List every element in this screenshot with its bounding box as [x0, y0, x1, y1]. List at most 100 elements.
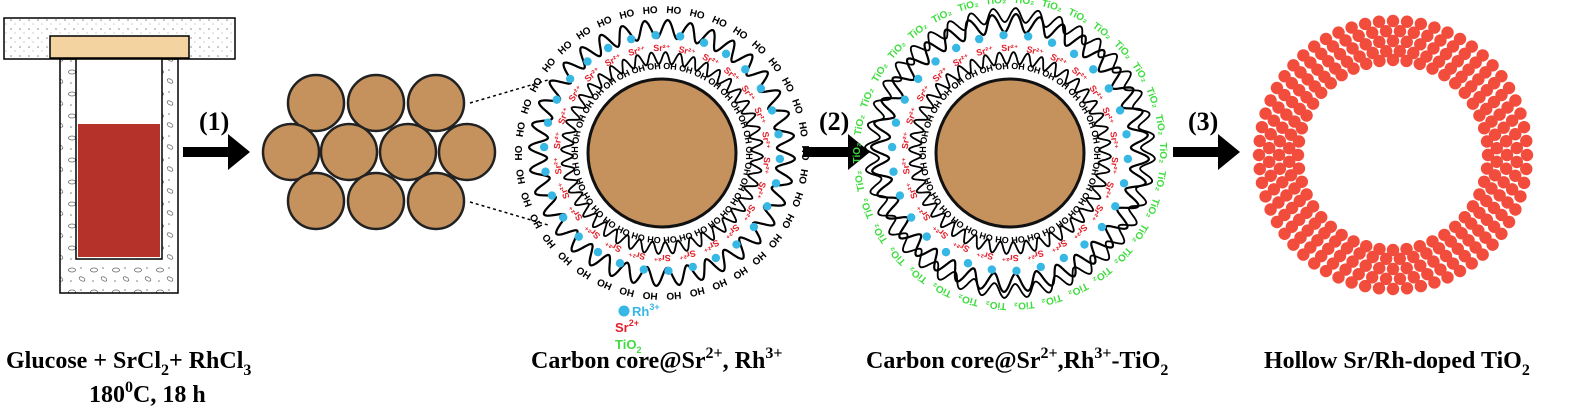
tio2-particle — [1276, 176, 1289, 189]
tio2-particle — [1345, 276, 1358, 289]
oh-label: OH — [630, 230, 646, 243]
ho-label: HO — [596, 14, 614, 30]
hollow-sr-rh-doped-tio2-sphere — [1252, 14, 1534, 296]
oh-label: OH — [678, 63, 694, 76]
tio2-particle — [1292, 135, 1306, 148]
sr-ion-label: Sr²⁺ — [1100, 180, 1116, 200]
tio2-particle — [1366, 26, 1379, 39]
rh-legend-label: Rh3+ — [632, 302, 660, 319]
tio2-particle — [1335, 68, 1348, 82]
tio2-particle — [1259, 107, 1272, 120]
tio2-particle — [1510, 141, 1524, 155]
oh-label: OH — [744, 146, 754, 160]
rh-ion-dot — [552, 95, 561, 104]
rh-ion-dot — [974, 34, 984, 44]
rh-ion-dot — [1012, 266, 1021, 276]
ho-label: HO — [556, 39, 575, 57]
tio2-particle — [1379, 272, 1393, 286]
tio2-particle — [1438, 228, 1451, 242]
ho-label: HO — [515, 168, 528, 185]
carbon-sphere — [378, 122, 438, 182]
rh-ion-dot — [1089, 65, 1098, 74]
rh-ion-dot — [900, 95, 909, 104]
tio2-particle — [1400, 54, 1413, 68]
tio2-particle — [1280, 189, 1293, 202]
tio2-particle — [1393, 252, 1407, 265]
tio2-particle — [1509, 169, 1522, 182]
rh-ion-dot — [756, 84, 766, 93]
sr-ion-label: Sr²⁺ — [653, 43, 671, 53]
tio2-particle — [1272, 196, 1285, 209]
tio2-particle — [1252, 148, 1266, 162]
tio2-label: TiO₂ — [985, 298, 1007, 311]
rh-ion-dot — [775, 154, 785, 164]
tio2-label: TiO₂ — [906, 264, 929, 285]
tio2-particle — [1427, 255, 1440, 268]
oh-label: OH — [995, 61, 1009, 72]
tio2-particle — [1386, 14, 1400, 28]
carbon-sphere — [319, 122, 379, 182]
tio2-particle — [1264, 169, 1277, 182]
oh-label: OH — [630, 63, 646, 76]
oh-label: OH — [1026, 63, 1042, 76]
tio2-particle — [1480, 135, 1494, 148]
tio2-particle — [1366, 271, 1379, 284]
tio2-particle — [1352, 267, 1365, 281]
rh-ion-dot — [1069, 49, 1079, 59]
autoclave-lid-inner — [49, 35, 190, 59]
carbon-sphere — [346, 73, 406, 133]
tio2-particle — [1300, 109, 1313, 122]
tio2-particle — [1346, 255, 1359, 268]
sr-ion-label: Sr²⁺ — [1025, 248, 1044, 262]
reaction-solution — [78, 124, 160, 257]
rh-ion-dot — [558, 213, 568, 222]
tio2-particle — [1283, 155, 1296, 169]
tio2-particle — [1500, 148, 1514, 162]
tio2-particle — [1262, 155, 1276, 169]
rh-ion-dot — [771, 179, 781, 188]
oh-label: OH — [678, 230, 694, 243]
tio2-particle — [1386, 282, 1400, 296]
rh-ion-dot — [889, 167, 898, 176]
tio2-particle — [1280, 108, 1293, 121]
ho-label: HO — [595, 275, 613, 291]
tio2-particle — [1335, 228, 1348, 242]
sr-ion-label: Sr²⁺ — [1001, 43, 1019, 53]
tio2-particle — [1386, 262, 1400, 276]
rh-ion-dot — [895, 191, 905, 200]
tio2-particle — [1466, 97, 1480, 110]
tio2-particle — [1449, 220, 1462, 233]
tio2-particle — [1379, 45, 1393, 58]
rh-ion-dot — [1122, 130, 1131, 139]
tio2-particle — [1438, 68, 1451, 82]
tio2-label: TiO₂ — [870, 221, 890, 245]
core-caption: Carbon core@Sr2+, Rh3+ — [531, 345, 782, 374]
tio2-particle — [1400, 15, 1414, 28]
oh-label: OH — [601, 76, 618, 92]
tio2-particle — [1414, 17, 1428, 31]
oh-label: OH — [718, 203, 734, 220]
oh-label: OH — [937, 86, 953, 103]
rh-ion-dot — [603, 43, 613, 53]
oh-label: OH — [570, 146, 580, 160]
tio2-particle — [1324, 77, 1337, 90]
oh-label: OH — [570, 161, 582, 176]
tio2-particle — [1505, 114, 1519, 127]
ho-label: HO — [514, 145, 525, 160]
ho-label: HO — [528, 76, 545, 95]
rh-ion-dot — [1123, 154, 1133, 164]
rh-ion-dot — [987, 265, 997, 274]
tio2-particle — [1393, 272, 1407, 286]
sr-ion-label: Sr²⁺ — [552, 156, 564, 175]
oh-label: OH — [663, 234, 677, 245]
tio2-particle — [1253, 134, 1266, 148]
rh-ion-dot — [951, 43, 961, 53]
tio2-label: TiO₂ — [1129, 61, 1149, 85]
tio2-label: TiO₂ — [1066, 7, 1090, 26]
oh-label: OH — [1066, 86, 1082, 103]
rh-ion-dot — [1080, 240, 1089, 249]
tio2-particle — [1253, 162, 1266, 176]
tio2-label: TiO₂ — [853, 170, 868, 193]
oh-label: OH — [949, 76, 966, 92]
oh-label: OH — [570, 129, 582, 144]
